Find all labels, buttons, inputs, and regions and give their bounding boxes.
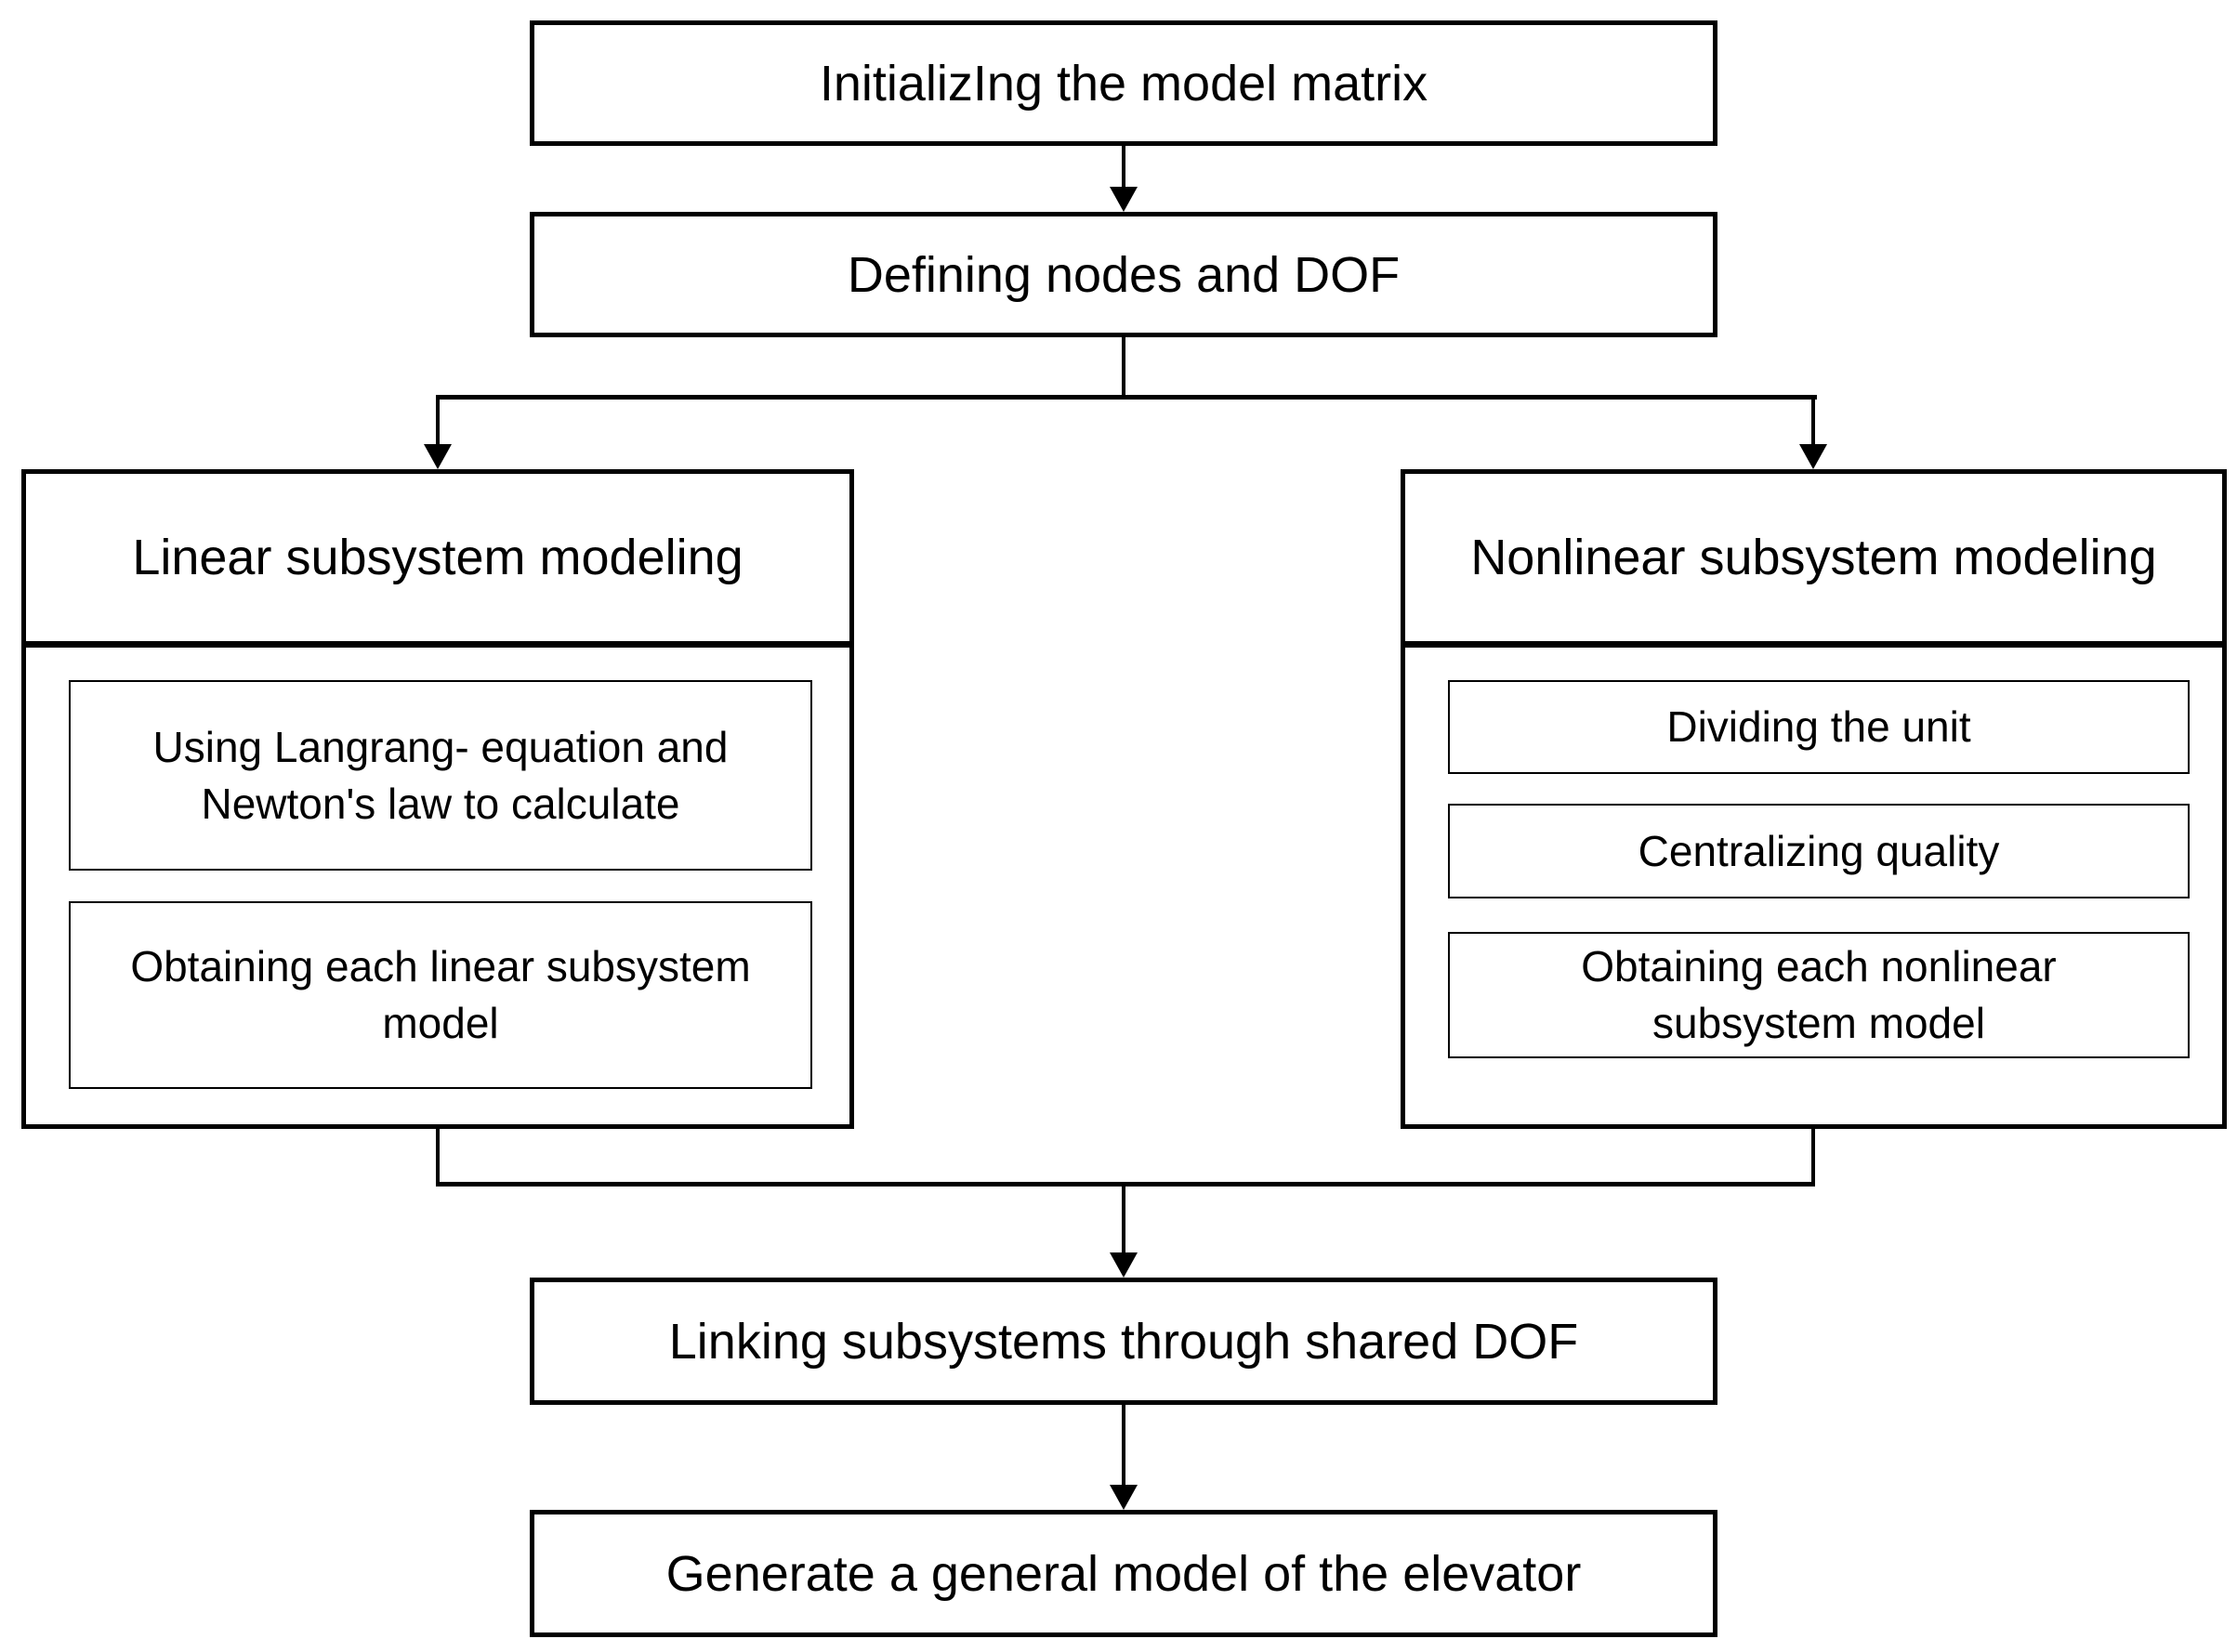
arrow-down-icon (1110, 1485, 1138, 1510)
connector-merge-line (436, 1182, 1815, 1187)
flow-box-linking-label: Linking subsystems through shared DOF (668, 1313, 1579, 1370)
group-header-nonlinear: Nonlinear subsystem modeling (1405, 474, 2222, 648)
flow-box-generate-general-model: Generate a general model of the elevator (530, 1510, 1717, 1637)
connector-linking-to-generate (1122, 1405, 1125, 1485)
step-box-centralizing-quality: Centralizing quality (1448, 804, 2190, 898)
step-line: subsystem model (1652, 999, 1985, 1047)
arrow-down-icon (1799, 444, 1827, 469)
step-line: Obtaining each nonlinear (1581, 942, 2057, 991)
group-header-linear-label: Linear subsystem modeling (132, 530, 743, 585)
connector-init-to-defining (1122, 146, 1125, 189)
step-box-obtaining-nonlinear-model: Obtaining each nonlinear subsystem model (1448, 932, 2190, 1058)
flow-box-defining-label: Defining nodes and DOF (847, 246, 1401, 303)
flow-box-defining-nodes-dof: Defining nodes and DOF (530, 212, 1717, 337)
flow-box-initializing-label: InitializIng the model matrix (819, 55, 1428, 111)
step-line: Dividing the unit (1666, 702, 1971, 752)
group-box-linear-subsystem-modeling: Linear subsystem modeling Using Langrang… (21, 469, 854, 1129)
connector-defining-stem (1122, 337, 1125, 397)
connector-merge-right-stem (1811, 1129, 1815, 1187)
connector-merge-left-stem (436, 1129, 440, 1187)
connector-merge-to-linking (1122, 1187, 1125, 1253)
step-line: Using Langrang- equation and (152, 722, 729, 771)
step-box-lagrange-newton: Using Langrang- equation and Newton's la… (69, 680, 812, 871)
step-box-dividing-unit: Dividing the unit (1448, 680, 2190, 774)
group-header-nonlinear-label: Nonlinear subsystem modeling (1470, 530, 2157, 585)
group-box-nonlinear-subsystem-modeling: Nonlinear subsystem modeling Dividing th… (1401, 469, 2227, 1129)
group-header-linear: Linear subsystem modeling (26, 474, 849, 648)
flow-box-initializing-model-matrix: InitializIng the model matrix (530, 20, 1717, 146)
connector-branch-right-drop (1811, 395, 1815, 446)
step-line: Obtaining each linear subsystem (130, 942, 751, 991)
flow-box-linking-subsystems: Linking subsystems through shared DOF (530, 1278, 1717, 1405)
arrow-down-icon (1110, 1252, 1138, 1278)
flow-box-generate-label: Generate a general model of the elevator (665, 1545, 1582, 1602)
connector-branch-left-drop (436, 395, 440, 446)
arrow-down-icon (1110, 187, 1138, 212)
step-box-obtaining-linear-model: Obtaining each linear subsystem model (69, 901, 812, 1089)
step-line: Newton's law to calculate (201, 779, 680, 828)
arrow-down-icon (424, 444, 452, 469)
connector-branch-line (436, 395, 1817, 400)
step-line: Centralizing quality (1638, 826, 2000, 875)
step-line: model (382, 999, 499, 1047)
